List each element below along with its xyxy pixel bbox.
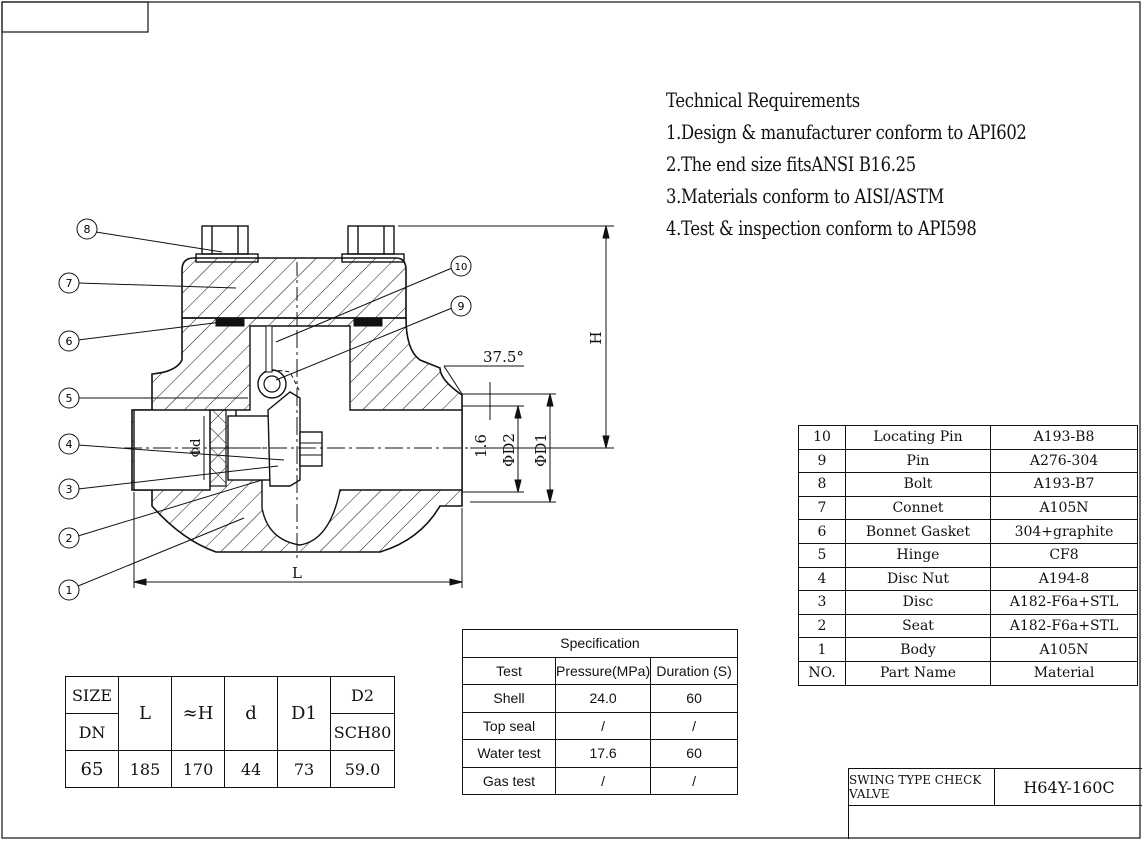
table-title-row: Specification — [462, 629, 738, 658]
tech-req-item: 1.Design & manufacturer conform to API60… — [666, 120, 1027, 144]
specification-table: Specification Test Pressure(MPa) Duratio… — [462, 629, 738, 795]
table-header-row: SIZE L ≈H d D1 D2 — [65, 676, 395, 751]
bolt-heads — [195, 225, 405, 263]
table-row: Top seal// — [462, 711, 738, 740]
technical-requirements: Technical Requirements 1.Design & manufa… — [666, 84, 1027, 244]
title-block: SWING TYPE CHECK VALVE H64Y-160C — [848, 768, 1142, 839]
dimension-diameters — [443, 365, 556, 503]
bonnet — [181, 257, 407, 319]
leader-lines — [77, 231, 453, 587]
disc-nut — [299, 431, 323, 467]
tech-req-item: 2.The end size fitsANSI B16.25 — [666, 152, 916, 176]
drawing-name: SWING TYPE CHECK VALVE — [849, 769, 995, 805]
dimension-l — [133, 492, 463, 588]
locating-pin — [265, 325, 273, 373]
tech-req-title: Technical Requirements — [666, 88, 860, 112]
dimension-h — [398, 225, 614, 449]
tech-req-item: 3.Materials conform to AISI/ASTM — [666, 184, 944, 208]
size-table: SIZE L ≈H d D1 D2 DN SCH80 65 185 170 44… — [65, 676, 395, 788]
hinge — [267, 391, 301, 487]
corner-tab — [1, 1, 149, 33]
drawing-code: H64Y-160C — [1023, 777, 1115, 797]
table-row: Gas test// — [462, 766, 738, 795]
tech-req-item: 4.Test & inspection conform to API598 — [666, 216, 977, 240]
table-header-row: DN SCH80 — [65, 713, 395, 751]
table-header-row: Test Pressure(MPa) Duration (S) — [462, 656, 738, 685]
table-row: 65 185 170 44 73 59.0 — [65, 750, 395, 788]
